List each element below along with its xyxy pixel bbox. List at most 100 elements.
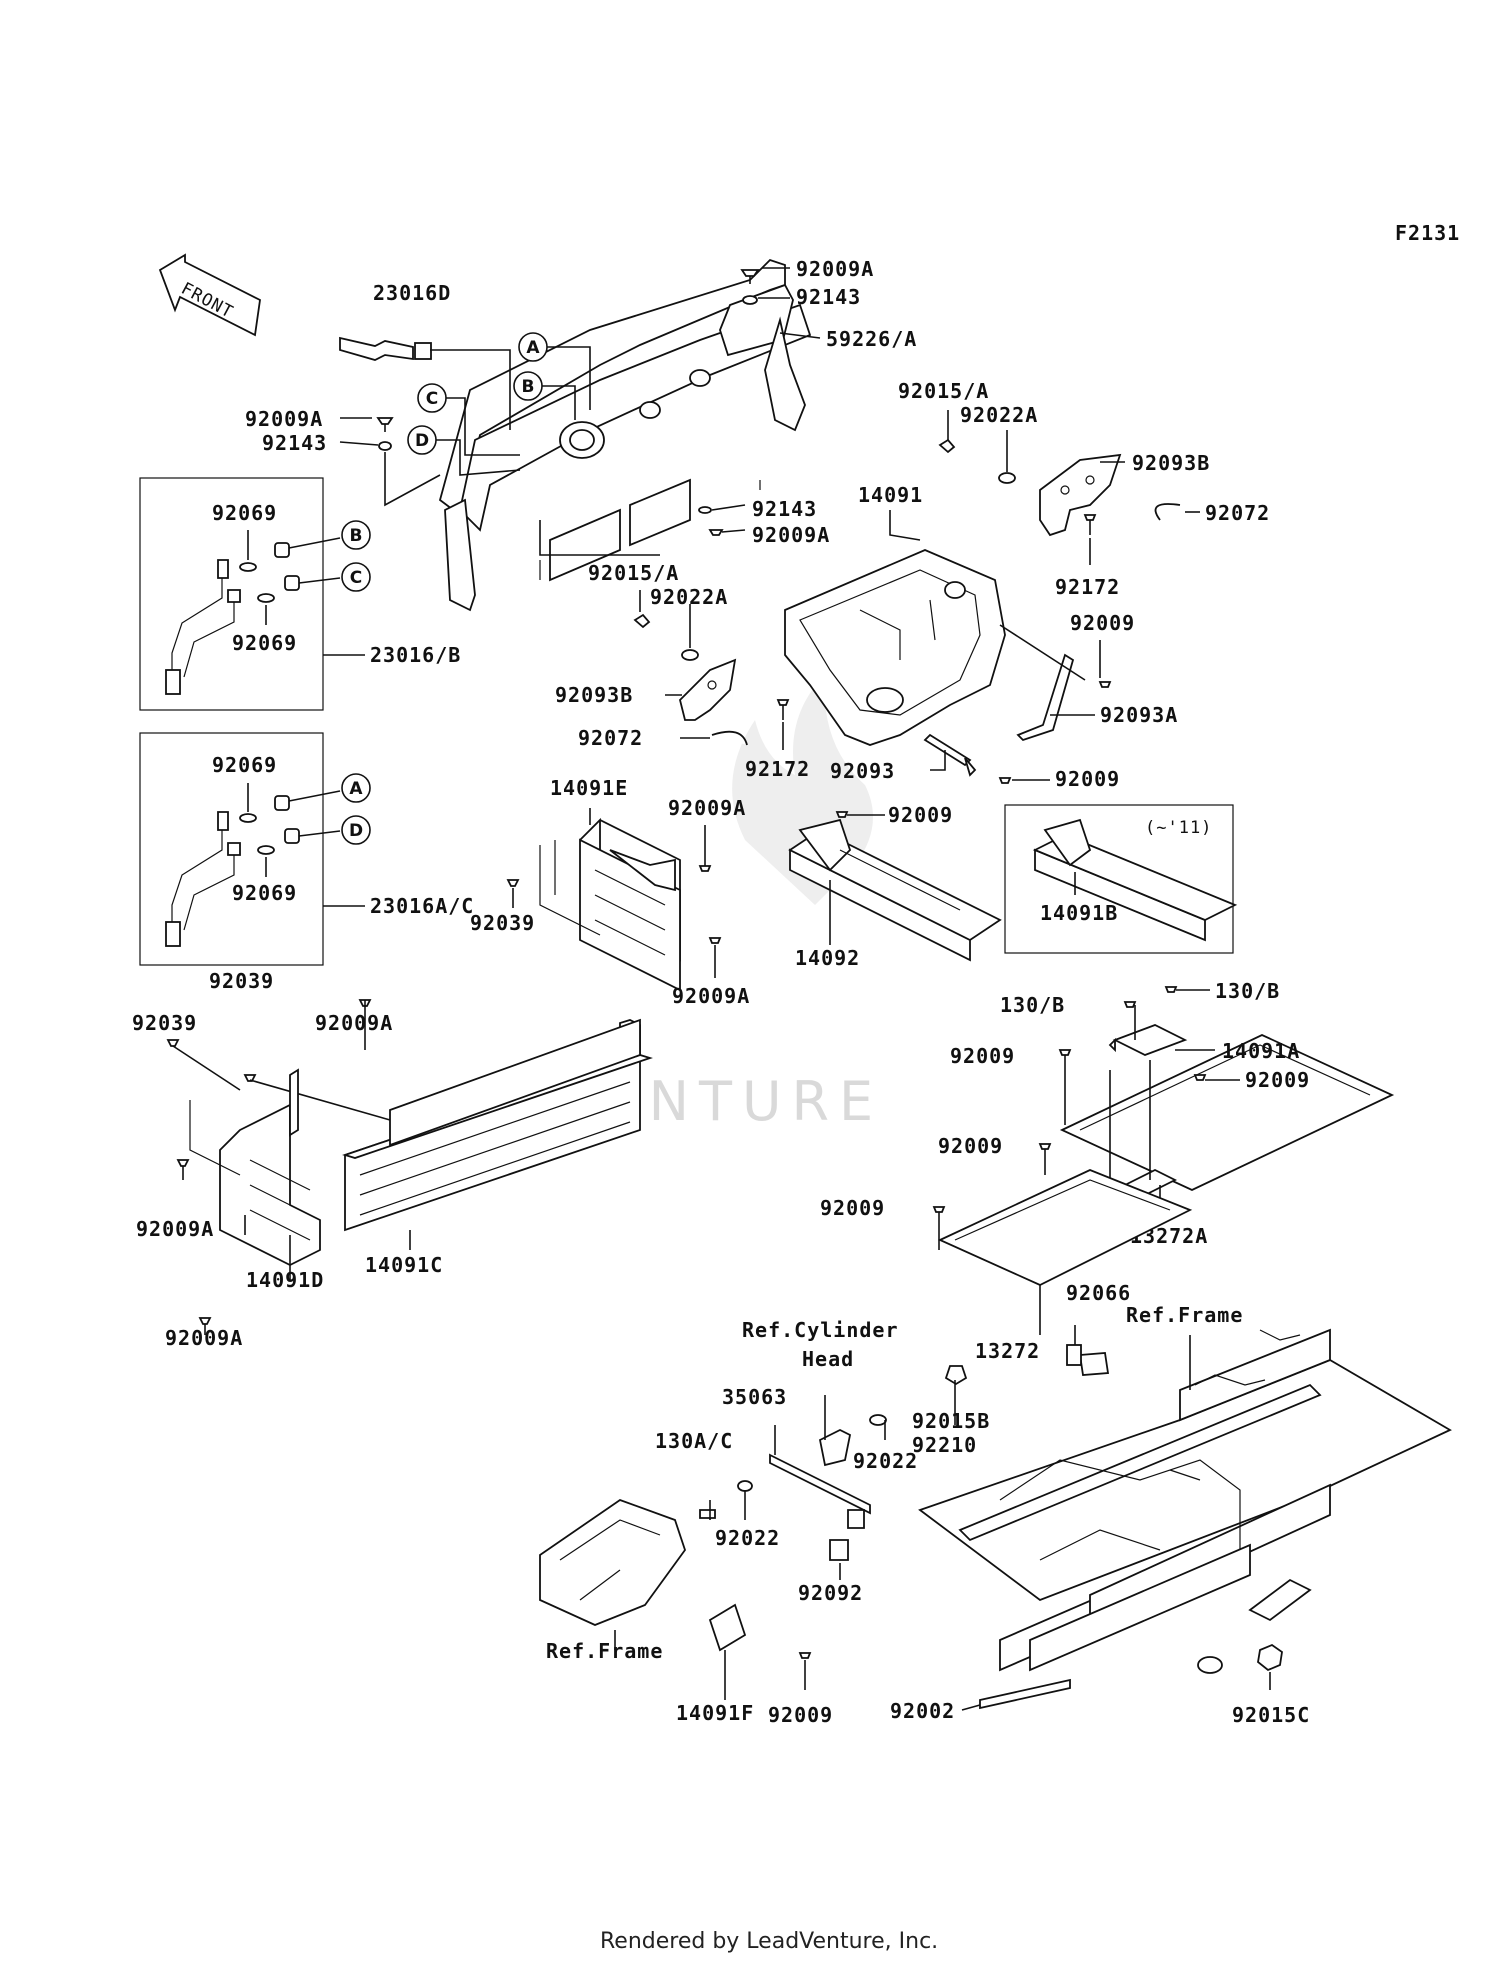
label-92092: 92092 xyxy=(798,1581,863,1605)
label-92015A-mid: 92015/A xyxy=(588,561,679,585)
panel-14092-part xyxy=(788,811,1002,962)
label-130B-left: 130/B xyxy=(1000,993,1065,1017)
svg-text:A: A xyxy=(526,338,540,358)
label-92072-mid: 92072 xyxy=(578,726,643,750)
label-92009-tray: 92009 xyxy=(1070,611,1135,635)
label-14091E: 14091E xyxy=(550,776,628,800)
label-92143-mid: 92143 xyxy=(752,497,817,521)
label-92015A-right: 92015/A xyxy=(898,379,989,403)
strap-92093a-part xyxy=(923,653,1112,784)
instrument-panel-part xyxy=(438,258,812,612)
callout-a: A xyxy=(518,332,548,362)
rod-35063-part xyxy=(699,1365,968,1561)
label-92093B-mid: 92093B xyxy=(555,683,633,707)
panel-13272-part xyxy=(932,1143,1193,1286)
inset-note: (~'11) xyxy=(1145,818,1212,838)
callout-c: C xyxy=(417,383,447,413)
callout-b: B xyxy=(513,371,543,401)
inset-a-callout: A xyxy=(349,779,363,799)
label-92009-13272-top: 92009 xyxy=(938,1134,1003,1158)
panel-14091e-part xyxy=(506,817,722,992)
label-92022A-mid: 92022A xyxy=(650,585,728,609)
bracket-92093b-mid-part xyxy=(633,613,790,746)
label-92002: 92002 xyxy=(890,1699,955,1723)
label-92009A-mid: 92009A xyxy=(752,523,830,547)
leader-lines-lower xyxy=(614,1325,1271,1711)
leader-lines-14091d xyxy=(204,1215,291,1335)
label-92022A-right: 92022A xyxy=(960,403,1038,427)
footer-text: Rendered by LeadVenture, Inc. xyxy=(600,1929,938,1954)
label-92009-14091a-right: 92009 xyxy=(1245,1068,1310,1092)
panel-14091c-part xyxy=(166,999,653,1232)
label-130B-right: 130/B xyxy=(1215,979,1280,1003)
label-23016D: 23016D xyxy=(373,281,451,305)
label-92009-strap: 92009 xyxy=(1055,767,1120,791)
inset-23016b-box: B C xyxy=(139,477,371,711)
front-arrow-icon: FRONT xyxy=(158,253,261,337)
label-92039-mid: 92039 xyxy=(470,911,535,935)
frame-part xyxy=(918,1328,1452,1674)
label-92009A-14091d: 92009A xyxy=(136,1217,214,1241)
label-92172-right: 92172 xyxy=(1055,575,1120,599)
label-92069-inset2-bot: 92069 xyxy=(232,881,297,905)
label-92009-14091a-left: 92009 xyxy=(950,1044,1015,1068)
label-92009A-top: 92009A xyxy=(796,257,874,281)
leader-lines-mid xyxy=(639,590,784,750)
leader-lines-tray xyxy=(889,510,1101,781)
label-23016AC: 23016A/C xyxy=(370,894,474,918)
connector-23016d-part xyxy=(339,336,432,361)
label-92022-left: 92022 xyxy=(715,1526,780,1550)
label-92015C: 92015C xyxy=(1232,1703,1310,1727)
label-14092: 14092 xyxy=(795,946,860,970)
label-35063: 35063 xyxy=(722,1385,787,1409)
bracket-92093b-right-part xyxy=(938,438,1181,537)
panel-14091f-part xyxy=(539,1498,812,1659)
label-14091B: 14091B xyxy=(1040,901,1118,925)
label-23016B: 23016/B xyxy=(370,643,461,667)
inset-14091b-box xyxy=(1004,804,1238,954)
label-92069-inset1-bot: 92069 xyxy=(232,631,297,655)
panel-13272a-part xyxy=(1058,986,1395,1197)
leader-lines-right-upper xyxy=(947,410,1200,565)
label-92009-14091f: 92009 xyxy=(768,1703,833,1727)
label-92009A-left: 92009A xyxy=(245,407,323,431)
leader-lines-upper xyxy=(339,267,821,556)
label-head: Head xyxy=(802,1347,854,1371)
svg-text:B: B xyxy=(522,377,535,397)
svg-text:D: D xyxy=(415,431,429,451)
label-92009-14092: 92009 xyxy=(888,803,953,827)
label-92039-left-top: 92039 xyxy=(209,969,274,993)
label-92009-13272-left: 92009 xyxy=(820,1196,885,1220)
tray-14091-part xyxy=(784,549,1006,746)
label-92039-left: 92039 xyxy=(132,1011,197,1035)
inset-23016ac-box: A D xyxy=(139,732,371,966)
label-14091: 14091 xyxy=(858,483,923,507)
inset-b-callout: B xyxy=(350,526,363,546)
bolt-parts xyxy=(979,1344,1283,1710)
label-92015B: 92015B xyxy=(912,1409,990,1433)
label-ref-cylinder: Ref.Cylinder xyxy=(742,1318,899,1342)
label-14091A: 14091A xyxy=(1222,1039,1300,1063)
label-92069-inset2-top: 92069 xyxy=(212,753,277,777)
label-92009A-14091e-top: 92009A xyxy=(668,796,746,820)
label-92072-right: 92072 xyxy=(1205,501,1270,525)
label-92143-left: 92143 xyxy=(262,431,327,455)
label-92172-mid: 92172 xyxy=(745,757,810,781)
label-92009A-14091c: 92009A xyxy=(315,1011,393,1035)
leader-lines-14091c xyxy=(172,1000,411,1250)
label-92009A-14091e-bot: 92009A xyxy=(672,984,750,1008)
label-59226A: 59226/A xyxy=(826,327,917,351)
label-130AC: 130A/C xyxy=(655,1429,733,1453)
leader-lines-13272 xyxy=(938,1149,1046,1335)
callout-d: D xyxy=(407,425,437,455)
diagram-code: F2131 xyxy=(1395,221,1460,245)
label-ref-frame-left: Ref.Frame xyxy=(546,1639,663,1663)
label-92069-inset1-top: 92069 xyxy=(212,501,277,525)
label-92022-right: 92022 xyxy=(853,1449,918,1473)
label-14091D: 14091D xyxy=(246,1268,324,1292)
label-92009A-bottom-left: 92009A xyxy=(165,1326,243,1350)
label-92210: 92210 xyxy=(912,1433,977,1457)
label-92093B-right: 92093B xyxy=(1132,451,1210,475)
inset-c-callout: C xyxy=(350,568,362,588)
